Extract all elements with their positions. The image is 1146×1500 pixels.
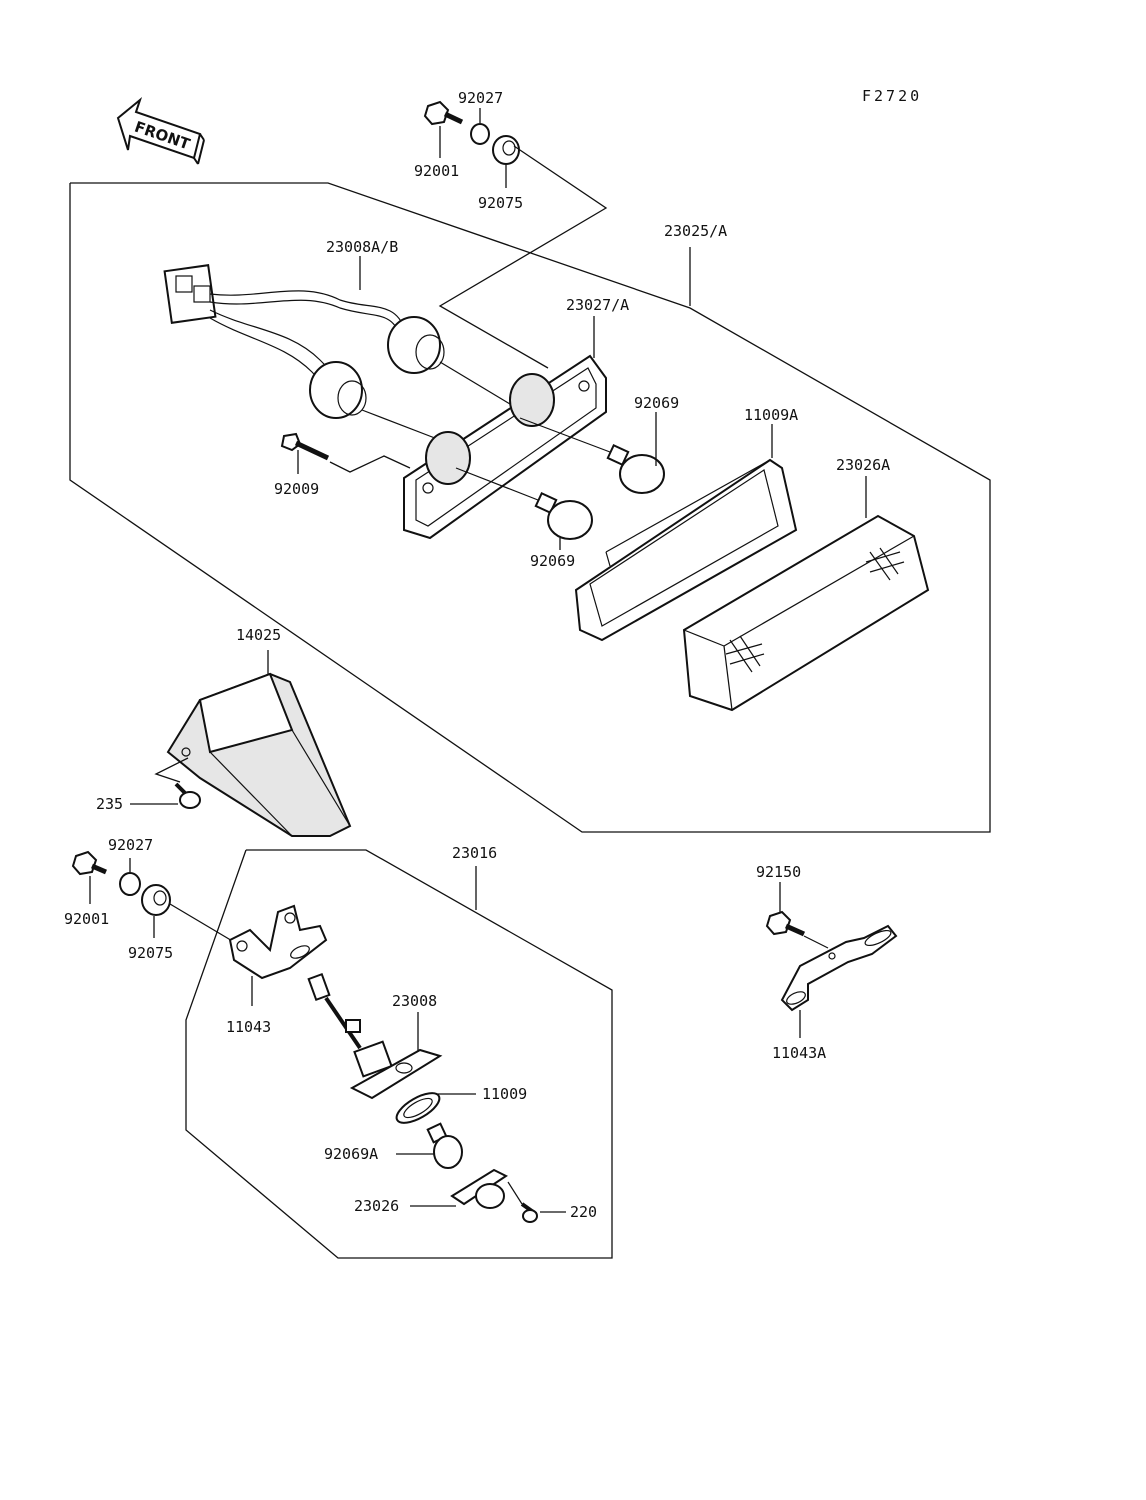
screw-220 (507, 1181, 538, 1223)
bolt-92001-top (423, 100, 464, 126)
assembly-outline-23016 (185, 849, 613, 1259)
gasket-11009A (574, 458, 798, 642)
figure-code: F2720 (862, 87, 922, 105)
label-92001-top: 92001 (414, 162, 459, 180)
label-11043: 11043 (226, 1018, 271, 1036)
label-23026: 23026 (354, 1197, 399, 1215)
label-92075-top: 92075 (478, 194, 523, 212)
collar-92027-top (470, 123, 490, 145)
cover-14025 (166, 672, 352, 837)
label-23016: 23016 (452, 844, 497, 862)
label-23025A: 23025/A (664, 222, 727, 240)
lens-23026 (450, 1168, 508, 1209)
label-23008: 23008 (392, 992, 437, 1010)
socket-23008 (307, 972, 443, 1100)
label-92069-b: 92069 (530, 552, 575, 570)
bracket-11043A (780, 924, 898, 1012)
label-92027-top: 92027 (458, 89, 503, 107)
label-23008AB: 23008A/B (326, 238, 398, 256)
label-92069A: 92069A (324, 1145, 378, 1163)
lamp-housing-23027A (403, 354, 607, 540)
bolt-92150 (765, 910, 806, 937)
bulb-92069-b (534, 491, 593, 540)
front-arrow-icon: FRONT (116, 97, 205, 165)
label-11009: 11009 (482, 1085, 527, 1103)
bolt-92001-bottom (71, 850, 107, 876)
gasket-11009 (395, 1092, 441, 1124)
collar-92027-bottom (119, 872, 141, 896)
bolt-92009 (280, 432, 330, 461)
screw-235 (174, 782, 201, 809)
bracket-11043 (228, 904, 328, 980)
label-92027-bottom: 92027 (108, 836, 153, 854)
label-23026A: 23026A (836, 456, 890, 474)
wiring-harness-23008AB (163, 264, 445, 419)
grommet-92075-bottom (141, 884, 171, 916)
label-92001-bottom: 92001 (64, 910, 109, 928)
label-23027A: 23027/A (566, 296, 629, 314)
bulb-92069-a (606, 443, 665, 494)
label-11009A: 11009A (744, 406, 798, 424)
label-92150: 92150 (756, 863, 801, 881)
label-92069-a: 92069 (634, 394, 679, 412)
label-92075-bottom: 92075 (128, 944, 173, 962)
grommet-92075-top (492, 135, 520, 165)
assembly-outline-23025A (69, 182, 991, 833)
label-14025: 14025 (236, 626, 281, 644)
bulb-92069A (426, 1122, 463, 1169)
label-235: 235 (96, 795, 123, 813)
label-220: 220 (570, 1203, 597, 1221)
lens-23026A (682, 514, 930, 712)
label-92009: 92009 (274, 480, 319, 498)
label-11043A: 11043A (772, 1044, 826, 1062)
